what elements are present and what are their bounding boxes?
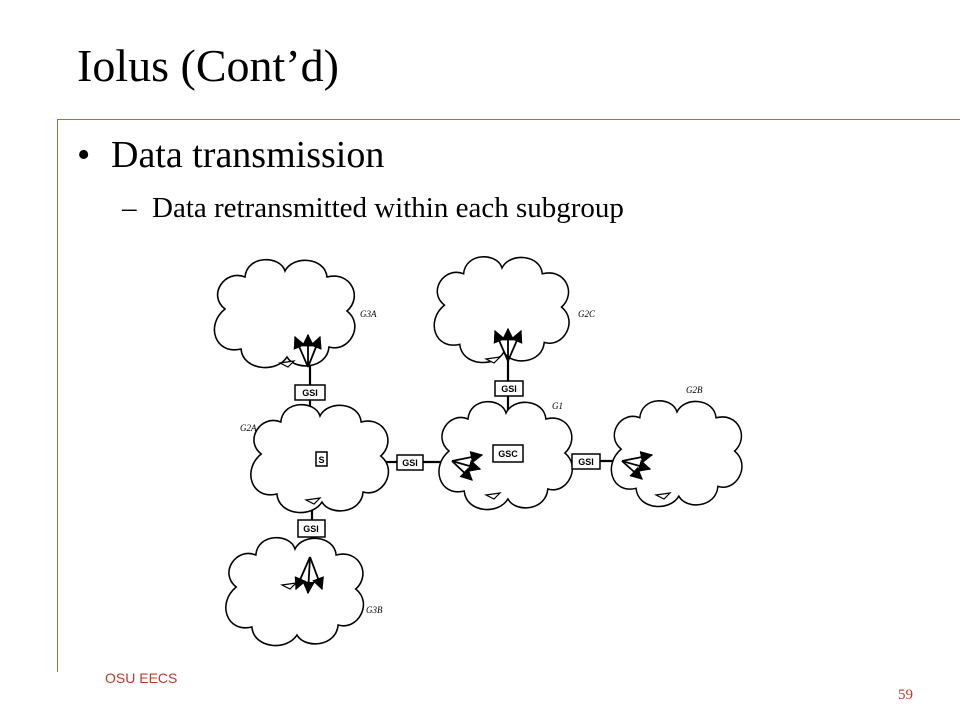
slide-title: Iolus (Cont’d) [77, 40, 339, 91]
box-gsi-right-label: GSI [578, 457, 594, 467]
packet-marks [278, 356, 672, 590]
arrows-g2c [493, 327, 523, 362]
box-source-label: S [318, 455, 324, 465]
bullet-text: Data transmission [111, 134, 385, 176]
box-gsi-top-center: GSI [494, 380, 524, 397]
iolus-diagram: GSI GSI GSI GSC GSI GSI S G3A G2C G2A [190, 255, 770, 660]
box-gsi-top-left: GSI [294, 384, 326, 401]
box-gsi-bottom-label: GSI [303, 524, 319, 534]
bullet-item: • Data transmission [77, 133, 384, 177]
frame-top-rule [57, 119, 960, 120]
label-g3a: G3A [360, 309, 377, 319]
footer-org: OSU EECS [105, 670, 178, 686]
arrows-g3a [293, 333, 322, 368]
arrows-g1 [451, 451, 484, 481]
cloud-g3b [225, 536, 365, 647]
label-g2b: G2B [686, 385, 703, 395]
cloud-g2b [610, 400, 743, 508]
box-gsi-top-center-label: GSI [501, 384, 517, 394]
subbullet-item: –Data retransmitted within each subgroup [122, 190, 624, 226]
iolus-diagram-svg: GSI GSI GSI GSC GSI GSI S G3A G2C G2A [213, 256, 743, 647]
label-g2a: G2A [240, 423, 257, 433]
subbullet-text: Data retransmitted within each subgroup [152, 192, 624, 224]
subbullet-marker: – [122, 192, 137, 224]
label-g1: G1 [552, 401, 563, 411]
box-gsc: GSC [492, 444, 524, 463]
arrows-g2b [621, 451, 654, 480]
box-gsi-mid-left-label: GSI [402, 458, 418, 468]
page-number: 59 [898, 687, 913, 703]
arrows-g3b [294, 556, 324, 595]
frame-left-rule [57, 119, 58, 672]
label-g2c: G2C [578, 309, 596, 319]
box-gsi-bottom: GSI [297, 519, 326, 538]
box-gsi-top-left-label: GSI [302, 388, 318, 398]
label-g3b: G3B [366, 605, 383, 615]
box-gsi-mid-left: GSI [396, 454, 424, 471]
box-gsc-label: GSC [498, 449, 518, 459]
bullet-marker: • [77, 134, 91, 176]
box-source: S [315, 451, 328, 467]
box-gsi-right: GSI [571, 453, 601, 470]
cloud-g3a [213, 258, 356, 369]
